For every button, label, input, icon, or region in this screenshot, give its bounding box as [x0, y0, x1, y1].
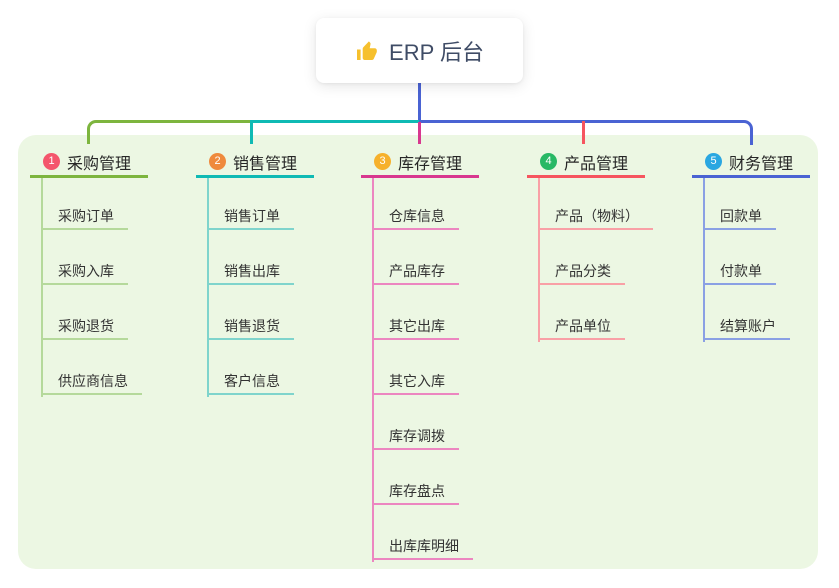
branch-node[interactable]: 3 库存管理 — [361, 148, 479, 178]
branch-child-spine — [538, 178, 540, 342]
branch-sales: 2 销售管理 销售订单销售出库销售退货客户信息 — [196, 148, 314, 397]
connector-drop-red — [582, 121, 585, 144]
connector-hub-green-elbow — [87, 120, 252, 144]
badge-number-icon: 2 — [209, 153, 226, 170]
branch-node[interactable]: 1 采购管理 — [30, 148, 148, 178]
child-node[interactable]: 库存盘点 — [372, 479, 459, 505]
connector-drop-teal — [250, 120, 253, 144]
child-node[interactable]: 供应商信息 — [41, 369, 142, 395]
child-node[interactable]: 结算账户 — [703, 314, 790, 340]
child-node[interactable]: 产品分类 — [538, 259, 625, 285]
child-node[interactable]: 产品单位 — [538, 314, 625, 340]
child-node[interactable]: 采购入库 — [41, 259, 128, 285]
child-node[interactable]: 库存调拨 — [372, 424, 459, 450]
branch-purchase: 1 采购管理 采购订单采购入库采购退货供应商信息 — [30, 148, 148, 397]
connector-hub-teal — [250, 120, 420, 123]
thumbs-up-icon — [355, 39, 379, 63]
branch-child-spine — [207, 178, 209, 397]
root-node[interactable]: ERP 后台 — [316, 18, 523, 83]
child-node[interactable]: 产品库存 — [372, 259, 459, 285]
branch-label: 采购管理 — [67, 155, 132, 173]
badge-number-icon: 4 — [540, 153, 557, 170]
child-node[interactable]: 付款单 — [703, 259, 776, 285]
branch-child-spine — [372, 178, 374, 562]
child-node[interactable]: 其它入库 — [372, 369, 459, 395]
branch-product: 4 产品管理 产品（物料） 产品分类产品单位 — [527, 148, 653, 342]
branch-region-background — [18, 135, 818, 569]
badge-number-icon: 5 — [705, 153, 722, 170]
branch-child-spine — [41, 178, 43, 397]
child-node[interactable]: 采购订单 — [41, 204, 128, 230]
badge-number-icon: 1 — [43, 153, 60, 170]
connector-hub-blue-elbow — [419, 120, 753, 145]
child-node[interactable]: 销售退货 — [207, 314, 294, 340]
branch-child-spine — [703, 178, 705, 342]
child-node[interactable]: 销售订单 — [207, 204, 294, 230]
branch-finance: 5 财务管理 回款单付款单结算账户 — [692, 148, 810, 342]
child-node[interactable]: 采购退货 — [41, 314, 128, 340]
branch-label: 产品管理 — [564, 155, 629, 173]
branch-label: 库存管理 — [398, 155, 463, 173]
branch-node[interactable]: 4 产品管理 — [527, 148, 645, 178]
branch-node[interactable]: 2 销售管理 — [196, 148, 314, 178]
child-node[interactable]: 产品（物料） — [538, 204, 653, 230]
branch-inventory: 3 库存管理 仓库信息产品库存其它出库其它入库库存调拨库存盘点出库库明细 — [361, 148, 479, 562]
child-node[interactable]: 出库库明细 — [372, 534, 473, 560]
root-node-label: ERP 后台 — [389, 39, 484, 65]
badge-number-icon: 3 — [374, 153, 391, 170]
branch-label: 财务管理 — [729, 155, 794, 173]
branch-label: 销售管理 — [233, 155, 298, 173]
connector-drop-magenta — [418, 122, 421, 144]
child-node[interactable]: 仓库信息 — [372, 204, 459, 230]
branch-node[interactable]: 5 财务管理 — [692, 148, 810, 178]
connector-root-drop — [418, 82, 421, 123]
child-node[interactable]: 回款单 — [703, 204, 776, 230]
child-node[interactable]: 客户信息 — [207, 369, 294, 395]
child-node[interactable]: 其它出库 — [372, 314, 459, 340]
child-node[interactable]: 销售出库 — [207, 259, 294, 285]
